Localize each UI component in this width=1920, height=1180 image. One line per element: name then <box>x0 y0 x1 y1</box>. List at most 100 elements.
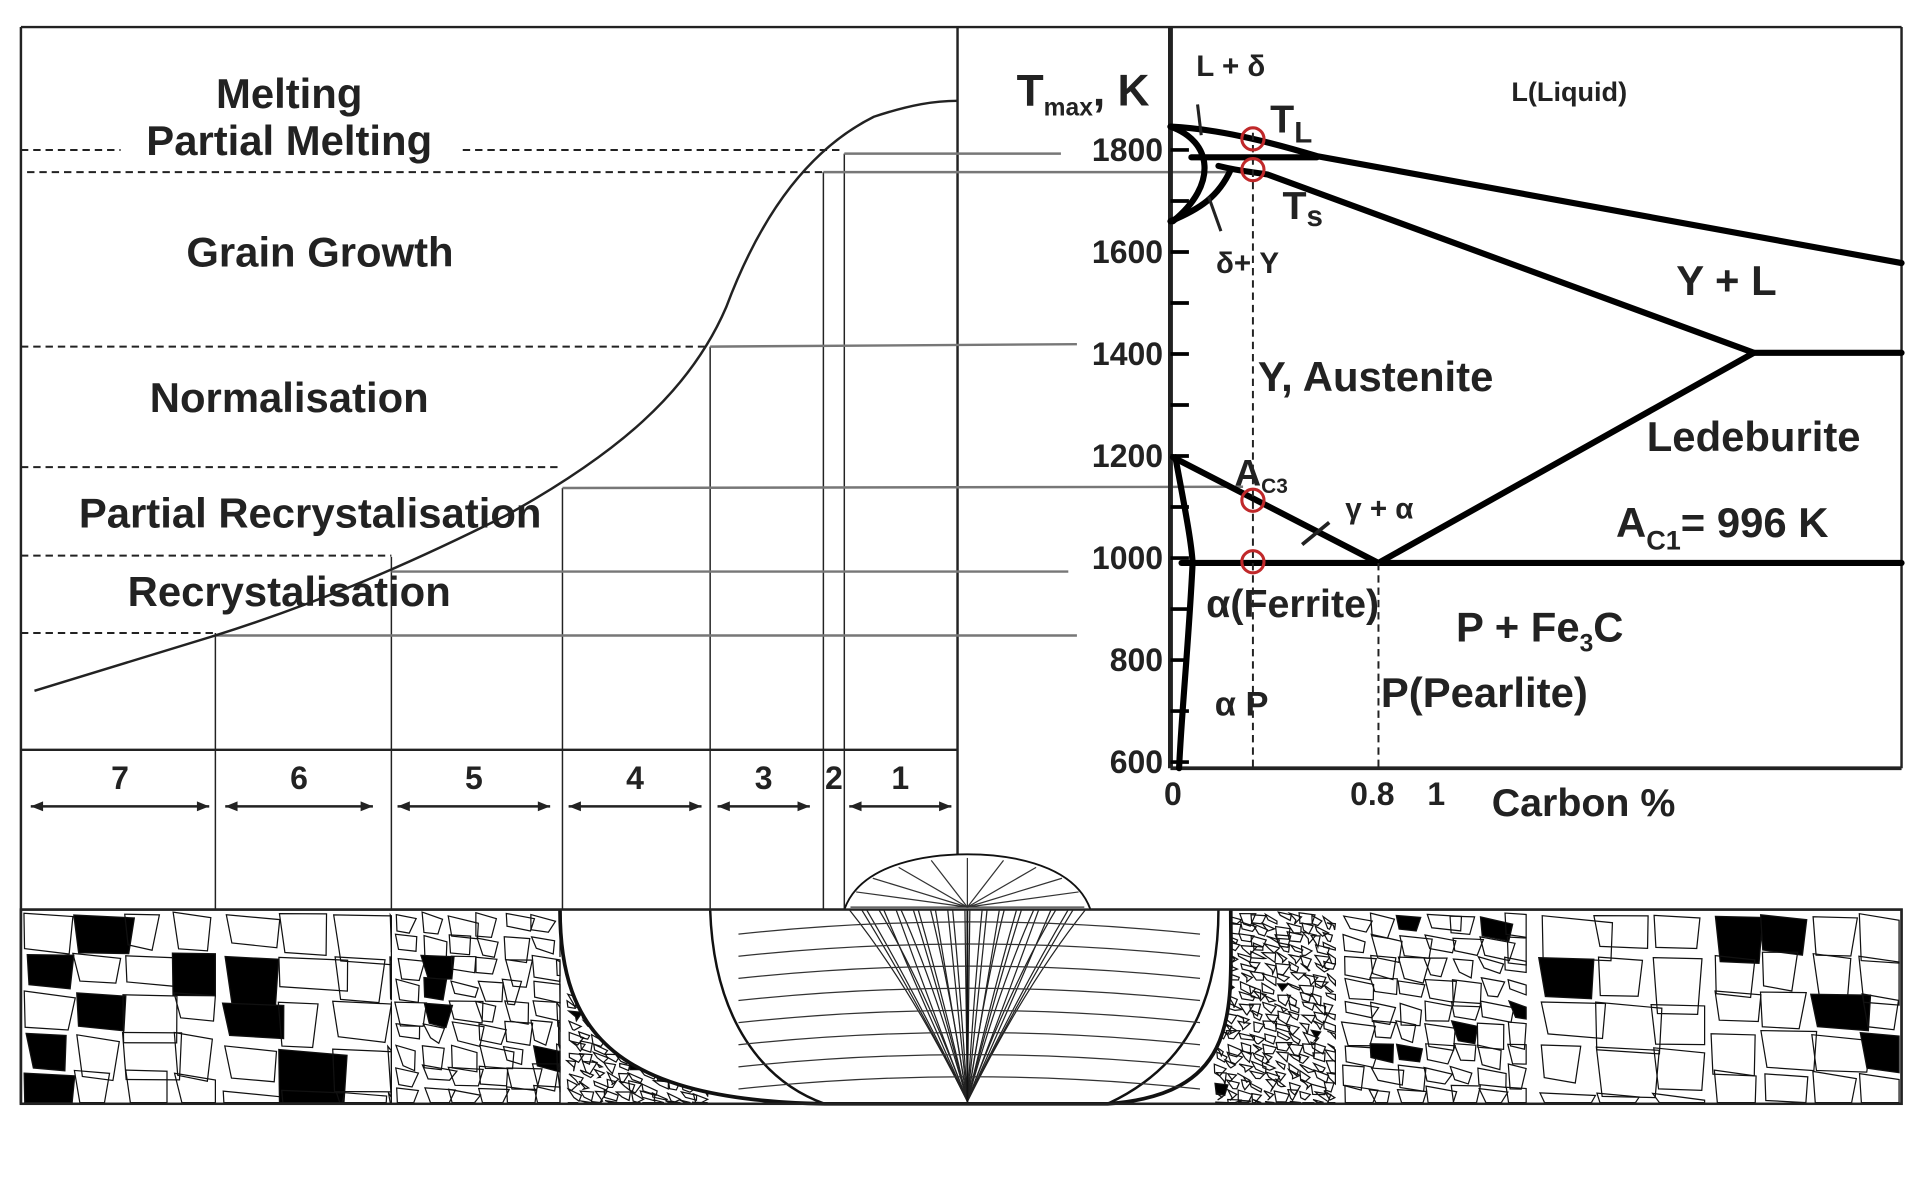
frame <box>19 25 1903 1104</box>
grain <box>1299 1090 1312 1101</box>
grain <box>619 1062 631 1072</box>
bead-grain <box>872 877 968 908</box>
grain <box>1652 956 1703 1015</box>
grain <box>395 913 418 934</box>
y-axis-title: Tmax, K <box>1017 67 1150 122</box>
grain <box>448 934 472 956</box>
label-austenite: Y, Austenite <box>1258 353 1494 400</box>
label-gamma-liquid: Y + L <box>1676 257 1776 304</box>
phase-boundaries <box>1167 104 1905 772</box>
grain <box>1714 915 1764 964</box>
grain <box>1477 955 1505 975</box>
grain <box>1238 933 1255 943</box>
grain <box>1714 954 1756 999</box>
grain <box>1759 914 1808 956</box>
y-tick-1600: 1600 <box>1092 234 1163 270</box>
grain <box>1261 993 1278 1003</box>
grain <box>277 1001 319 1049</box>
grain <box>1261 1061 1277 1071</box>
grain <box>478 1023 508 1046</box>
grain <box>501 978 523 1006</box>
grain <box>421 1064 458 1081</box>
grain <box>278 913 328 956</box>
grain <box>628 1080 643 1094</box>
grain <box>1424 1000 1453 1022</box>
grain <box>1226 994 1239 1008</box>
grain <box>1236 1014 1251 1025</box>
grain <box>478 1065 509 1087</box>
peak-temperature-curve <box>34 99 958 692</box>
grain <box>1859 1031 1900 1074</box>
grain <box>502 1045 524 1066</box>
grain <box>225 914 281 949</box>
grain <box>1260 972 1277 987</box>
grain <box>1314 980 1330 990</box>
grain <box>1248 984 1262 1000</box>
grain <box>1342 933 1366 954</box>
grain <box>1248 970 1265 981</box>
grain <box>1653 1047 1706 1092</box>
grain <box>1327 1030 1336 1041</box>
grain <box>1479 936 1516 962</box>
grain <box>1252 1043 1264 1054</box>
grain <box>1299 954 1313 969</box>
grain <box>1264 1078 1279 1093</box>
zone-number-4: 4 <box>626 760 644 796</box>
grain <box>1323 984 1335 994</box>
columnar-grain <box>966 909 1057 1102</box>
grain <box>568 1073 585 1086</box>
grain <box>1323 1081 1335 1093</box>
temperature-projection-lines <box>215 152 1244 637</box>
grain <box>1450 1000 1482 1021</box>
label-ts: Ts <box>1282 184 1322 233</box>
grain <box>1264 912 1278 925</box>
zone-dividers <box>214 153 846 910</box>
marker-ac1 <box>1240 549 1266 575</box>
grain <box>1274 1059 1286 1071</box>
grain <box>1370 933 1403 964</box>
grain <box>1372 1019 1397 1039</box>
grain <box>1809 993 1872 1032</box>
label-p-fe3c: P + Fe3C <box>1456 604 1624 658</box>
columnar-grain <box>966 909 988 1102</box>
label-partial-recrystallisation: Partial Recrystalisation <box>79 489 542 536</box>
grain <box>1276 983 1290 992</box>
grain <box>555 958 561 977</box>
grain <box>1275 1051 1289 1064</box>
grain <box>1285 922 1302 934</box>
grain <box>73 914 136 955</box>
grain <box>1425 1043 1457 1065</box>
grain <box>1276 972 1291 983</box>
label-l-delta: L + δ <box>1196 50 1265 83</box>
columnar-grain <box>966 909 1005 1102</box>
label-partial-melting: Partial Melting <box>146 117 432 164</box>
grain <box>1342 1064 1365 1091</box>
grain <box>1540 1001 1607 1040</box>
grain <box>614 1091 632 1102</box>
columnar-grain <box>966 909 1035 1102</box>
x-tick-0: 0 <box>1164 776 1182 812</box>
grain <box>1395 1043 1424 1063</box>
grain <box>504 959 534 988</box>
grain <box>394 1044 416 1072</box>
grain <box>1225 1078 1241 1090</box>
grain <box>1277 994 1292 1007</box>
critical-point-markers <box>1240 126 1266 575</box>
grain <box>1344 977 1375 1001</box>
grain <box>1236 1072 1252 1084</box>
columnar-grain <box>966 909 1052 1102</box>
grain <box>423 976 448 1001</box>
grain <box>1248 1081 1263 1093</box>
grain <box>1321 914 1333 930</box>
grain <box>387 1044 392 1102</box>
grain <box>1397 980 1426 998</box>
grain <box>475 911 498 939</box>
grain <box>224 1045 278 1083</box>
grain <box>1298 984 1315 998</box>
y-tick-1000: 1000 <box>1092 540 1163 576</box>
grain <box>1275 951 1288 964</box>
grain <box>1251 990 1268 1002</box>
grain <box>579 1040 593 1053</box>
zone-number-2: 2 <box>825 760 843 796</box>
